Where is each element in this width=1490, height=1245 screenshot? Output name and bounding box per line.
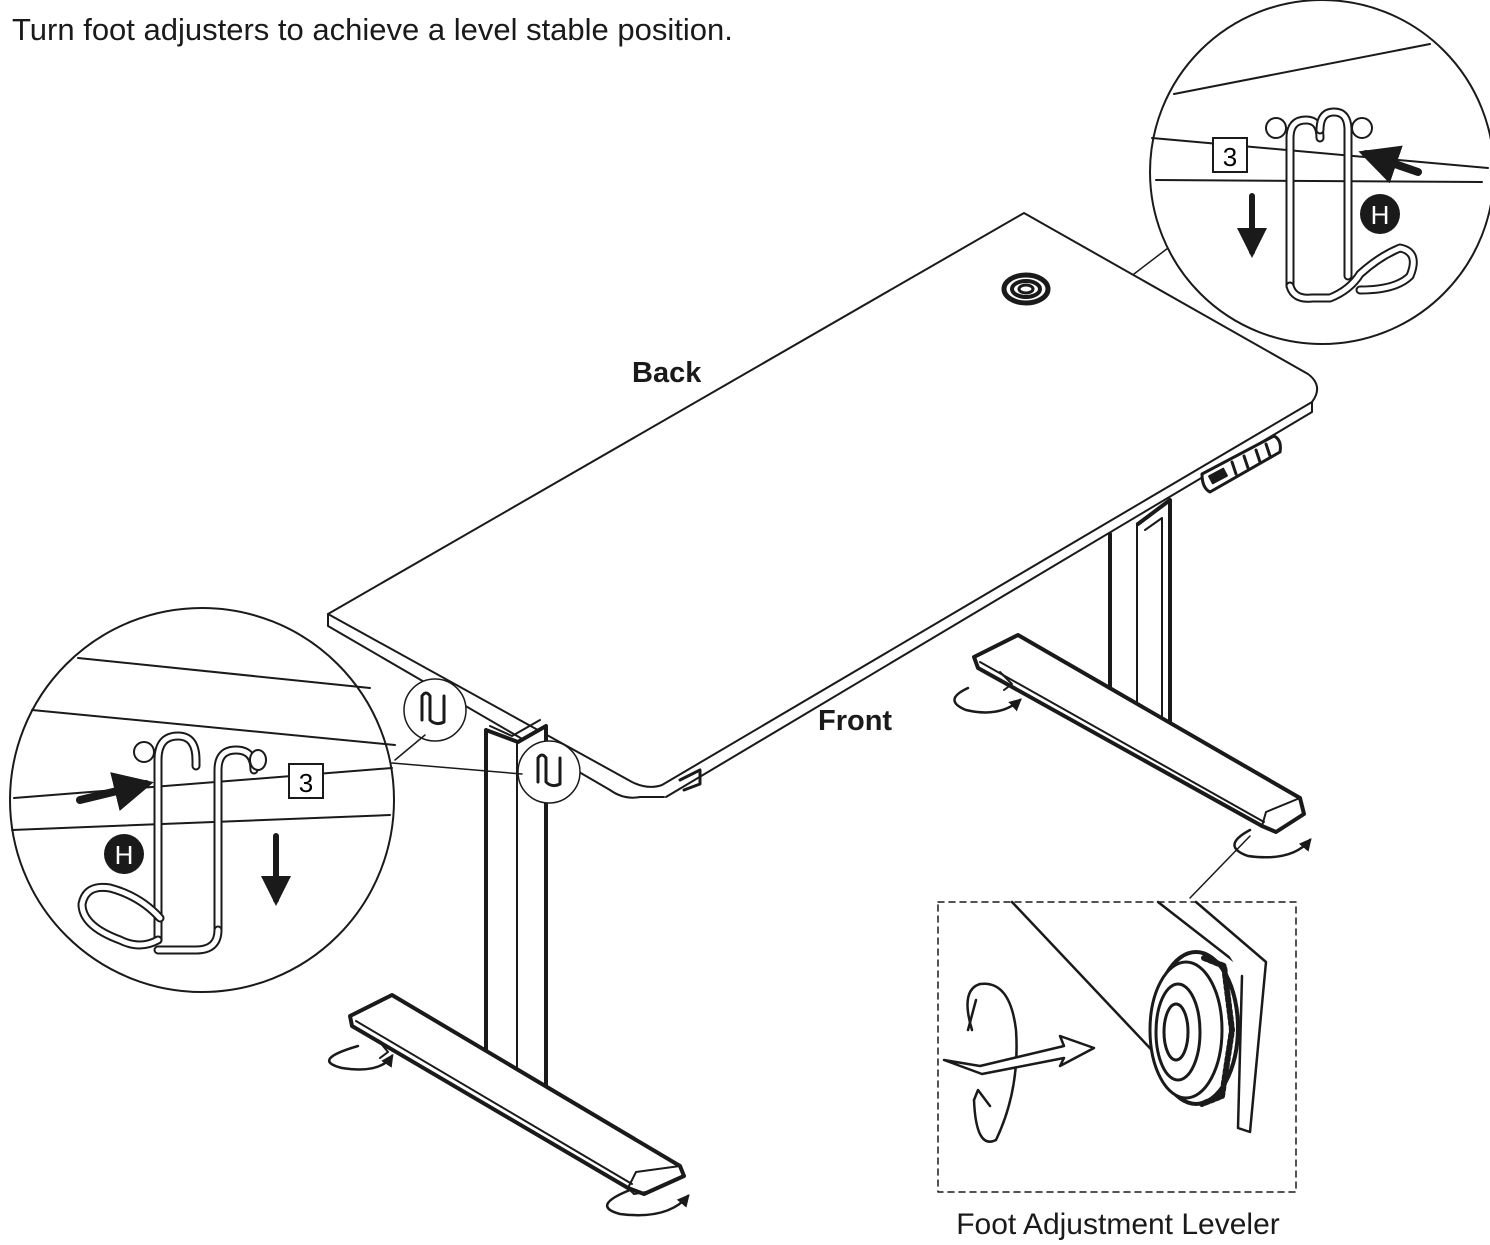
rotate-arrow-icon: [942, 982, 1096, 1143]
leveler-detail-box: [937, 900, 1297, 1193]
zoom-detail-right: [1149, 0, 1490, 345]
hook-icon: [403, 678, 702, 804]
step-number-box-left: 3: [288, 763, 324, 799]
rotate-arrow-icon: [328, 686, 1312, 1217]
back-label: Back: [632, 357, 702, 389]
part-badge-left: H: [104, 834, 144, 874]
push-arrow-icon: [76, 772, 154, 811]
step-number-right: 3: [1223, 142, 1237, 172]
grommet-icon: [1001, 272, 1051, 306]
part-badge-right: H: [1360, 194, 1400, 234]
step-number-box-right: 3: [1212, 137, 1248, 173]
push-arrow-icon: [1358, 145, 1422, 184]
desk-icon: [327, 212, 1319, 799]
front-label: Front: [818, 705, 893, 737]
part-letter-right: H: [1371, 200, 1390, 230]
step-number-left: 3: [299, 768, 313, 798]
instruction-text: Turn foot adjusters to achieve a level s…: [12, 12, 733, 47]
part-letter-left: H: [115, 840, 134, 870]
control-panel-icon: [1200, 434, 1282, 494]
back-leg: [972, 498, 1306, 834]
leveler-knob-icon: [1148, 950, 1240, 1107]
front-leg: [348, 719, 686, 1196]
hook-icon: [77, 731, 267, 955]
hook-icon: [1265, 107, 1418, 303]
zoom-detail-left: [9, 607, 396, 993]
leveler-caption: Foot Adjustment Leveler: [956, 1208, 1280, 1241]
